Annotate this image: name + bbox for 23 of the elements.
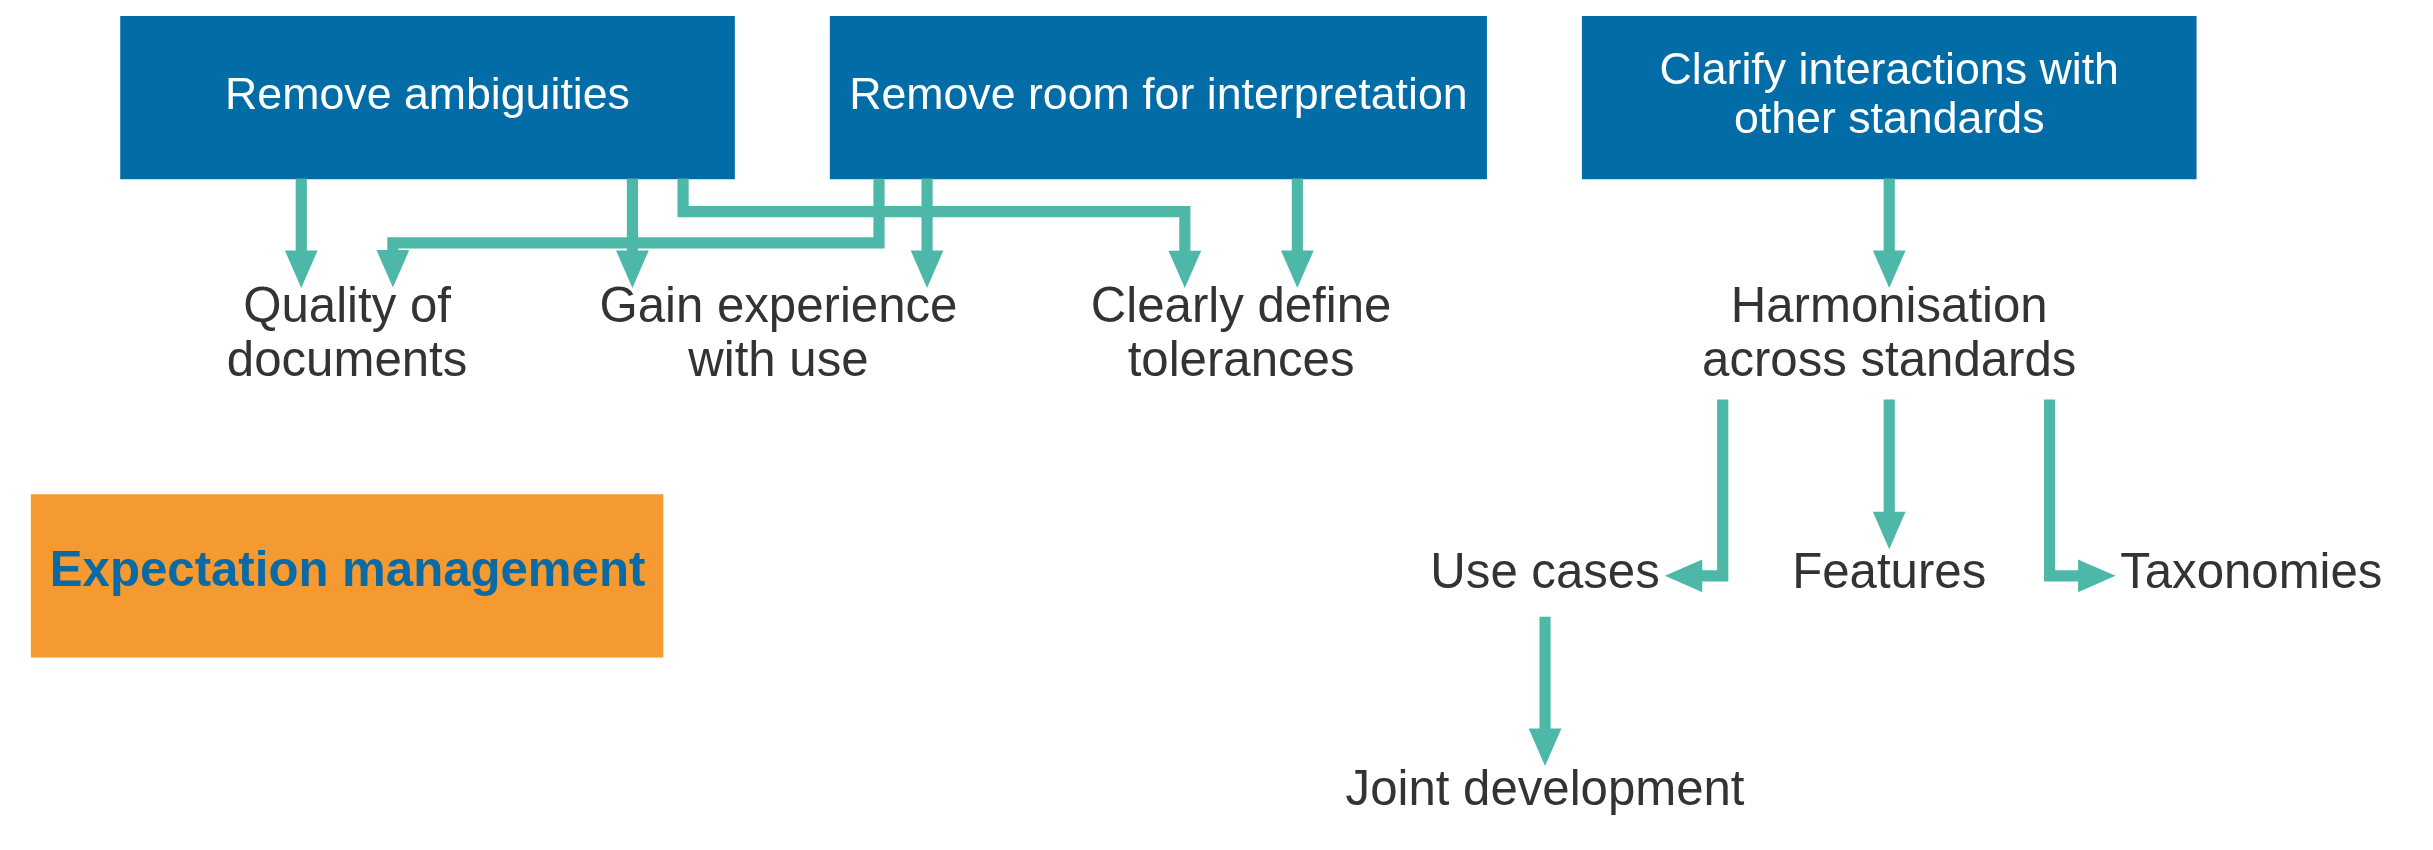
arrow: [376, 178, 885, 288]
arrow: [284, 178, 318, 288]
arrow: [1280, 178, 1314, 288]
node-text: Use cases: [1430, 543, 1660, 599]
arrow: [2044, 399, 2116, 593]
arrow: [1872, 399, 1906, 550]
arrow: [910, 178, 944, 288]
node-box: Remove ambiguities: [120, 16, 735, 180]
node-box: Remove room for interpretation: [829, 16, 1487, 180]
node-text: Quality of documents: [226, 277, 468, 387]
arrow: [677, 178, 1202, 289]
arrow: [1872, 178, 1906, 288]
node-text: Features: [1792, 543, 1987, 599]
node-text: Harmonisation across standards: [1702, 277, 2077, 387]
node-text: Clearly define tolerances: [1090, 277, 1392, 387]
node-box: Clarify interactions with other standards: [1581, 16, 2197, 180]
node-text: Taxonomies: [2120, 543, 2383, 599]
arrow: [1664, 399, 1729, 593]
arrow: [1528, 616, 1562, 767]
arrow: [616, 178, 649, 288]
node-box: Expectation management: [30, 494, 664, 658]
node-text: Joint development: [1345, 760, 1745, 816]
node-text: Gain experience with use: [599, 277, 958, 387]
